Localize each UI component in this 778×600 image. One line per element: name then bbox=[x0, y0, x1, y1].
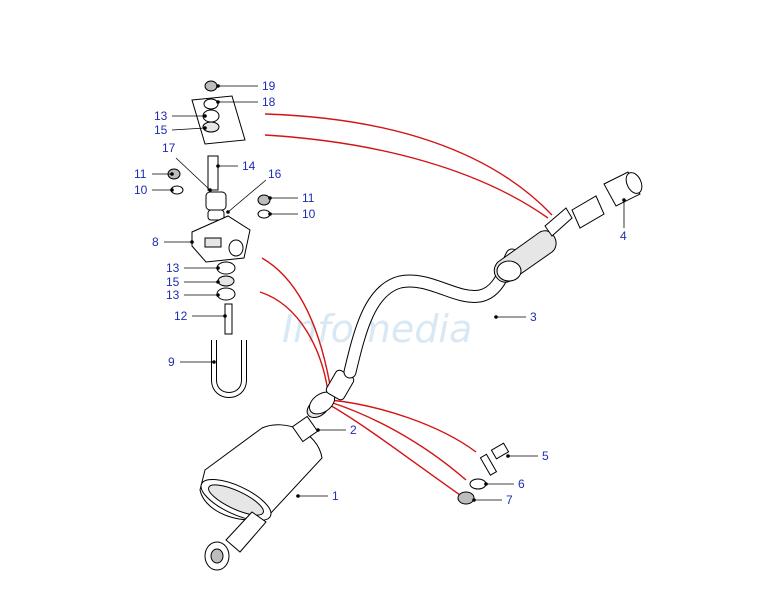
callout-11: 11 bbox=[302, 191, 315, 205]
callout-13: 13 bbox=[166, 288, 180, 302]
callout-6: 6 bbox=[518, 477, 525, 491]
callout-8: 8 bbox=[152, 235, 159, 249]
callout-3: 3 bbox=[530, 310, 537, 324]
fasteners bbox=[457, 442, 510, 505]
callout-9: 9 bbox=[168, 355, 175, 369]
mounting-bracket-assembly bbox=[167, 80, 271, 398]
callout-13: 13 bbox=[166, 261, 180, 275]
callout-15: 15 bbox=[154, 123, 168, 137]
tail-pipe bbox=[571, 171, 643, 229]
callout-14: 14 bbox=[242, 159, 256, 173]
callout-10: 10 bbox=[134, 183, 148, 197]
callout-18: 18 bbox=[262, 95, 276, 109]
watermark: Infomedia bbox=[282, 307, 472, 351]
leader-lines bbox=[152, 84, 626, 502]
callout-13: 13 bbox=[154, 109, 168, 123]
callout-5: 5 bbox=[542, 449, 549, 463]
callout-19: 19 bbox=[262, 79, 276, 93]
callout-10: 10 bbox=[302, 207, 316, 221]
callout-12: 12 bbox=[174, 309, 188, 323]
callout-2: 2 bbox=[350, 423, 357, 437]
callout-17: 17 bbox=[162, 141, 176, 155]
callout-11: 11 bbox=[134, 167, 147, 181]
callout-16: 16 bbox=[268, 167, 282, 181]
callout-7: 7 bbox=[506, 493, 513, 507]
rear-silencer bbox=[199, 424, 323, 571]
callout-1: 1 bbox=[332, 489, 339, 503]
callout-labels: 19 18 13 15 17 14 16 11 10 11 10 8 13 15… bbox=[134, 79, 627, 507]
callout-15: 15 bbox=[166, 275, 180, 289]
flange-joint bbox=[291, 369, 355, 443]
intermediate-pipe bbox=[343, 207, 573, 379]
association-lines bbox=[259, 113, 553, 496]
callout-4: 4 bbox=[620, 229, 627, 243]
